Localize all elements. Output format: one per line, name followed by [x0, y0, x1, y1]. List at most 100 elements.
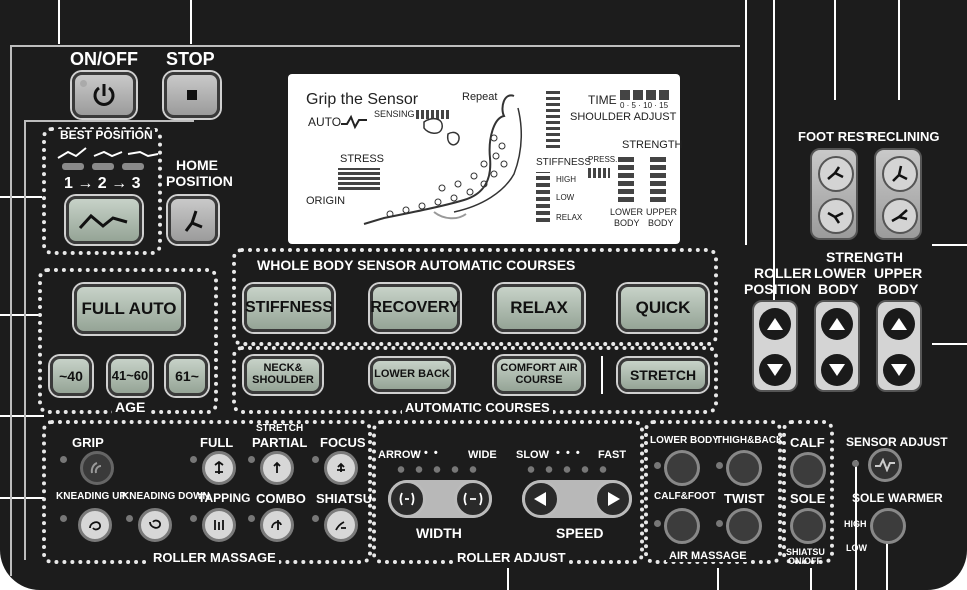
leader-line [886, 520, 888, 590]
thigh-back-led [716, 462, 723, 469]
strength-text: STRENGTH [622, 139, 683, 151]
lower-body-air-button[interactable] [664, 450, 700, 486]
speed-slow-button[interactable] [522, 480, 560, 518]
on-off-button[interactable] [72, 72, 136, 118]
calf-button[interactable] [790, 452, 826, 488]
upper-body-label-2: BODY [878, 281, 919, 297]
narrow-label: ARROW [378, 449, 421, 461]
chair-icon [184, 210, 203, 232]
twist-button[interactable] [726, 508, 762, 544]
full-auto-button[interactable]: FULL AUTO [74, 284, 184, 334]
frame-line [10, 46, 12, 576]
width-wide-button[interactable] [454, 480, 492, 518]
home-position-button[interactable] [168, 196, 218, 244]
recline-stage-icons [57, 147, 159, 159]
low-text: LOW [556, 193, 575, 202]
leader-line [898, 0, 900, 100]
footrest-down-button[interactable] [818, 198, 854, 234]
wide-icon [463, 492, 483, 506]
upper-strength-up-button[interactable] [883, 308, 915, 340]
sole-label: SOLE [790, 491, 826, 506]
legs-up-icon [827, 166, 844, 180]
footrest-up-button[interactable] [818, 156, 854, 192]
recline-down-icon [891, 209, 908, 223]
comfort-air-label-1: COMFORT AIR [500, 362, 578, 375]
legs-down-icon [827, 211, 844, 224]
kneading-up-led [60, 515, 67, 522]
calf-foot-label: CALF&FOOT [654, 491, 716, 502]
fast-label: FAST [598, 449, 627, 461]
speed-fast-button[interactable] [594, 480, 632, 518]
thigh-back-button[interactable] [726, 450, 762, 486]
tapping-button[interactable] [202, 508, 236, 542]
leader-line [190, 0, 192, 44]
footrest-control [810, 148, 858, 240]
origin-text: ORIGIN [306, 195, 346, 207]
grip-sensor-text: Grip the Sensor [306, 91, 419, 108]
kneading-down-button[interactable] [138, 508, 172, 542]
triangle-down-icon [767, 364, 783, 376]
combo-button[interactable] [260, 508, 294, 542]
stretch-course-button[interactable]: STRETCH [618, 358, 708, 392]
footrest-label: FOOT REST [798, 129, 873, 144]
focus-button[interactable] [324, 451, 358, 485]
kneading-up-label: KNEADING UP [56, 491, 127, 502]
recovery-course-button[interactable]: RECOVERY [370, 284, 460, 332]
triangle-up-icon [767, 318, 783, 330]
stiffness-course-button[interactable]: STIFFNESS [244, 284, 334, 332]
speed-leds [522, 466, 612, 473]
repeat-text: Repeat [462, 91, 498, 103]
partial-led [248, 456, 255, 463]
neck-shoulder-button[interactable]: NECK& SHOULDER [244, 356, 322, 394]
sole-button[interactable] [790, 508, 826, 544]
age-41-60-button[interactable]: 41~60 [108, 356, 152, 396]
best-position-title: BEST POSITION [58, 128, 155, 142]
sensor-adjust-led [852, 460, 859, 467]
stop-icon [187, 90, 197, 100]
lower-strength-down-button[interactable] [821, 354, 853, 386]
shiatsu-label: SHIATSU [316, 491, 373, 506]
upper-strength-control [876, 300, 922, 392]
recline-down-button[interactable] [882, 198, 918, 234]
calf-foot-button[interactable] [664, 508, 700, 544]
lower-back-button[interactable]: LOWER BACK [370, 358, 454, 392]
recline-up-button[interactable] [882, 156, 918, 192]
triangle-up-icon [829, 318, 845, 330]
twist-label: TWIST [724, 491, 765, 506]
upper-strength-down-button[interactable] [883, 354, 915, 386]
roller-position-down-button[interactable] [759, 354, 791, 386]
kneading-up-button[interactable] [78, 508, 112, 542]
lower-strength-up-button[interactable] [821, 308, 853, 340]
triangle-down-icon [891, 364, 907, 376]
shiatsu-icon [335, 521, 346, 531]
time-bars [620, 90, 672, 100]
full-led [190, 456, 197, 463]
partial-label: PARTIAL [252, 435, 308, 450]
leader-line [745, 0, 747, 245]
time-text: TIME [588, 93, 617, 107]
width-narrow-button[interactable] [388, 480, 426, 518]
kneading-down-label: KNEADING DOWN [122, 491, 210, 502]
full-button[interactable] [202, 451, 236, 485]
best-position-button[interactable] [66, 196, 142, 244]
age-61-button[interactable]: 61~ [166, 356, 208, 396]
focus-label: FOCUS [320, 435, 366, 450]
sensor-adjust-button[interactable] [868, 448, 902, 482]
comfort-air-button[interactable]: COMFORT AIR COURSE [494, 356, 584, 394]
grip-button[interactable] [80, 451, 114, 485]
frame-line [10, 45, 740, 47]
wave-icon [875, 458, 895, 472]
relax-course-button[interactable]: RELAX [494, 284, 584, 332]
sole-warmer-button[interactable] [870, 508, 906, 544]
partial-button[interactable] [260, 451, 294, 485]
roller-position-up-button[interactable] [759, 308, 791, 340]
triangle-down-icon [829, 364, 845, 376]
quick-course-button[interactable]: QUICK [618, 284, 708, 332]
age-40-button[interactable]: ~40 [50, 356, 92, 396]
auto-courses-title: AUTOMATIC COURSES [402, 401, 553, 414]
power-icon [93, 84, 115, 106]
upper-body-label-2: BODY [648, 218, 674, 228]
home-position-label-1: HOME [176, 157, 218, 173]
shiatsu-button[interactable] [324, 508, 358, 542]
stop-button[interactable] [164, 72, 220, 118]
